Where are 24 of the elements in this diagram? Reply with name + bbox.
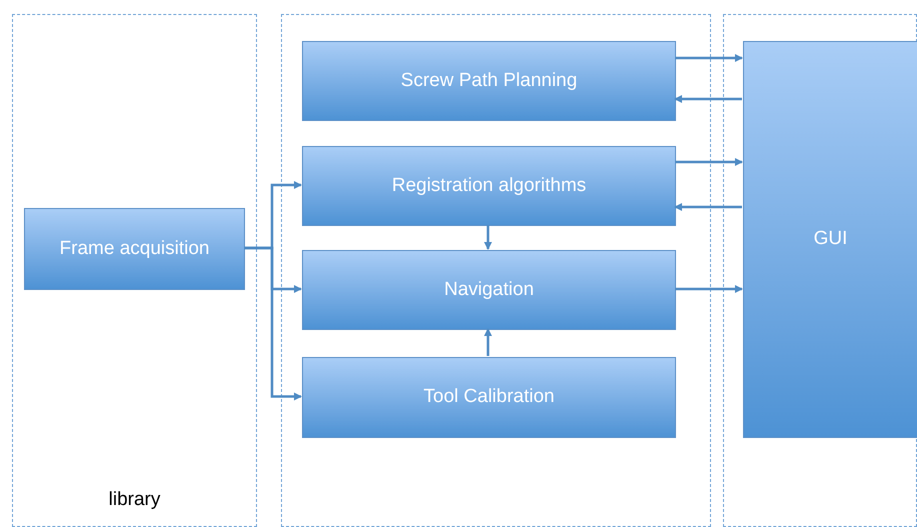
arrow: [484, 225, 492, 250]
arrow: [484, 328, 492, 356]
arrow: [244, 246, 302, 400]
arrow: [675, 285, 743, 293]
box-label: Screw Path Planning: [400, 68, 578, 93]
arrow: [674, 95, 742, 103]
process-box: [743, 41, 917, 438]
box-label: GUI: [814, 227, 848, 252]
arrow: [674, 203, 742, 211]
process-box: [302, 41, 676, 121]
box-label: Navigation: [444, 278, 534, 302]
arrow: [675, 158, 743, 166]
process-box: [302, 146, 676, 226]
box-label: Registration algorithms: [392, 174, 586, 198]
process-box: [24, 208, 245, 290]
box-label: Tool Calibration: [424, 385, 554, 410]
dashed-panel: [723, 14, 917, 527]
process-box: [302, 357, 676, 438]
process-box: [302, 250, 676, 330]
dashed-panel: [12, 14, 257, 527]
box-label: Frame acquisition: [60, 236, 210, 261]
panel-label: library: [108, 488, 162, 512]
dashed-panel: [281, 14, 711, 527]
arrow: [675, 54, 743, 62]
